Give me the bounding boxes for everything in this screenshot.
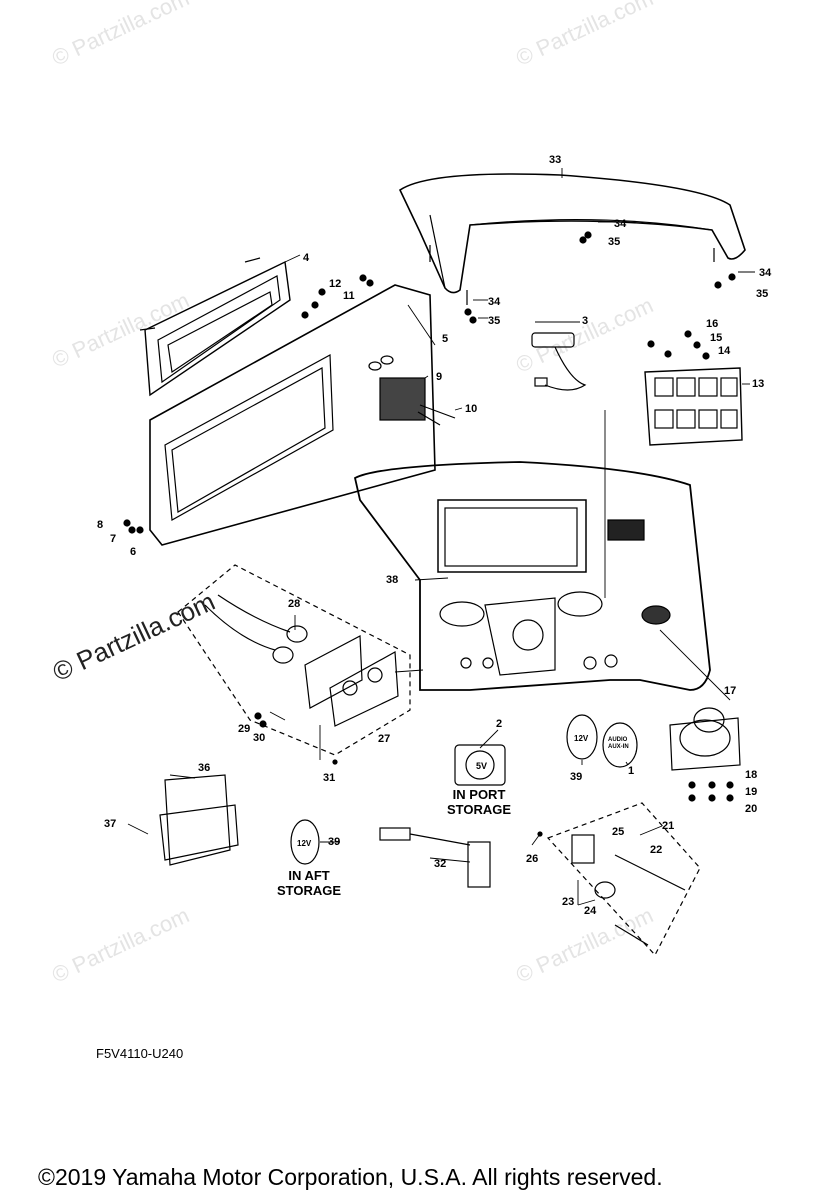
callout-13: 13 (752, 378, 765, 390)
callout-11: 11 (343, 290, 355, 302)
bracket-part (368, 355, 456, 426)
callout-35: 35 (756, 288, 769, 300)
callout-2: 2 (496, 718, 503, 730)
callout-24: 24 (584, 905, 597, 917)
harness-part (546, 802, 701, 957)
switch-panel-part (644, 367, 743, 446)
callout-34: 34 (759, 267, 772, 279)
callout-3: 3 (582, 315, 589, 327)
callout-35: 35 (488, 315, 501, 327)
callout-37: 37 (104, 818, 117, 830)
callout-25: 25 (612, 826, 625, 838)
callout-39: 39 (570, 771, 583, 783)
connector-part (379, 827, 491, 888)
bracket-block-part (159, 774, 239, 866)
callout-27: 27 (378, 733, 391, 745)
usb-socket-part (454, 744, 506, 786)
callout-12: 12 (329, 278, 342, 290)
callout-16: 16 (706, 318, 719, 330)
leader-lines (127, 168, 755, 906)
fasteners (123, 231, 736, 837)
callout-32: 32 (434, 858, 447, 870)
callout-1: 1 (628, 765, 635, 777)
callout-15: 15 (710, 332, 723, 344)
callout-20: 20 (745, 803, 758, 815)
aft-storage-label: IN AFT STORAGE (277, 868, 342, 898)
callout-31: 31 (323, 772, 336, 784)
callout-29: 29 (238, 723, 251, 735)
aux-in-text: AUDIO AUX-IN (608, 737, 629, 750)
callout-23: 23 (562, 896, 575, 908)
top-cover-part (398, 173, 746, 305)
callout-8: 8 (97, 519, 104, 531)
port-storage-label: IN PORT STORAGE (447, 787, 512, 817)
callout-18: 18 (745, 769, 758, 781)
usb-cable-part (177, 564, 411, 756)
aft-socket-part (290, 819, 320, 865)
callout-9: 9 (436, 371, 443, 383)
callout-33: 33 (549, 154, 562, 166)
control-knob-part (669, 707, 741, 771)
copyright-notice: ©2019 Yamaha Motor Corporation, U.S.A. A… (38, 1164, 663, 1190)
socket-12v-text: 12V (574, 734, 589, 743)
diagram-code: F5V4110-U240 (96, 1046, 184, 1061)
socket-part (566, 714, 638, 768)
callout-5: 5 (442, 333, 449, 345)
callout-30: 30 (253, 732, 266, 744)
callout-38: 38 (386, 574, 399, 586)
callout-28: 28 (288, 598, 301, 610)
callout-19: 19 (745, 786, 758, 798)
aft-socket-12v-text: 12V (297, 839, 312, 848)
callout-22: 22 (650, 844, 663, 856)
main-panel-part (149, 284, 436, 546)
callout-34: 34 (488, 296, 501, 308)
callout-6: 6 (130, 546, 137, 558)
usb-socket-text: 5V (476, 761, 488, 771)
callout-21: 21 (662, 820, 675, 832)
callout-39: 39 (328, 836, 341, 848)
callout-17: 17 (724, 685, 737, 697)
callout-10: 10 (465, 403, 478, 415)
callout-34: 34 (614, 218, 627, 230)
dashboard-part (353, 461, 711, 691)
callout-36: 36 (198, 762, 211, 774)
sensor-part (531, 332, 587, 391)
callout-35: 35 (608, 236, 621, 248)
callout-7: 7 (110, 533, 117, 545)
callout-26: 26 (526, 853, 539, 865)
frame-panel-part (139, 257, 291, 397)
callout-4: 4 (303, 252, 310, 264)
callout-14: 14 (718, 345, 731, 357)
